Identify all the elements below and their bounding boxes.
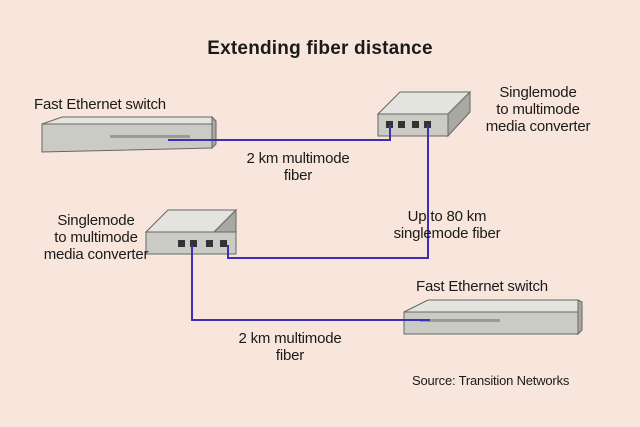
label-link-top: 2 km multimode fiber	[228, 150, 368, 184]
switch-bottom-device	[403, 299, 583, 336]
label-converter-left-line1: Singlemode	[57, 212, 135, 229]
label-link-top-line1: 2 km multimode	[246, 150, 350, 167]
label-converter-left: Singlemode to multimode media converter	[34, 212, 158, 263]
label-link-bottom: 2 km multimode fiber	[220, 330, 360, 364]
fiber-singlemode	[227, 125, 429, 259]
label-converter-top-line3: media converter	[485, 118, 591, 135]
label-link-singlemode: Up to 80 km singlemode fiber	[372, 208, 522, 242]
fiber-links	[168, 125, 430, 321]
converter-left-device	[144, 208, 238, 255]
source-credit: Source: Transition Networks	[412, 373, 570, 388]
fiber-multimode-bottom	[191, 245, 430, 321]
label-converter-top-line1: Singlemode	[499, 84, 577, 101]
label-link-bottom-line2: fiber	[275, 347, 305, 364]
switch-top-device	[41, 115, 217, 153]
label-switch-top: Fast Ethernet switch	[34, 96, 166, 113]
fiber-multimode-top	[168, 125, 391, 141]
label-link-bottom-line1: 2 km multimode	[238, 330, 342, 347]
label-link-top-line2: fiber	[283, 167, 313, 184]
label-converter-top: Singlemode to multimode media converter	[478, 84, 598, 135]
converter-top-device	[376, 90, 472, 138]
diagram-title: Extending fiber distance	[207, 38, 433, 59]
label-converter-top-line2: to multimode	[496, 101, 580, 118]
label-link-singlemode-line1: Up to 80 km	[407, 208, 487, 225]
label-converter-left-line3: media converter	[43, 246, 149, 263]
label-switch-bottom: Fast Ethernet switch	[416, 278, 548, 295]
label-converter-left-line2: to multimode	[54, 229, 138, 246]
label-link-singlemode-line2: singlemode fiber	[393, 225, 501, 242]
